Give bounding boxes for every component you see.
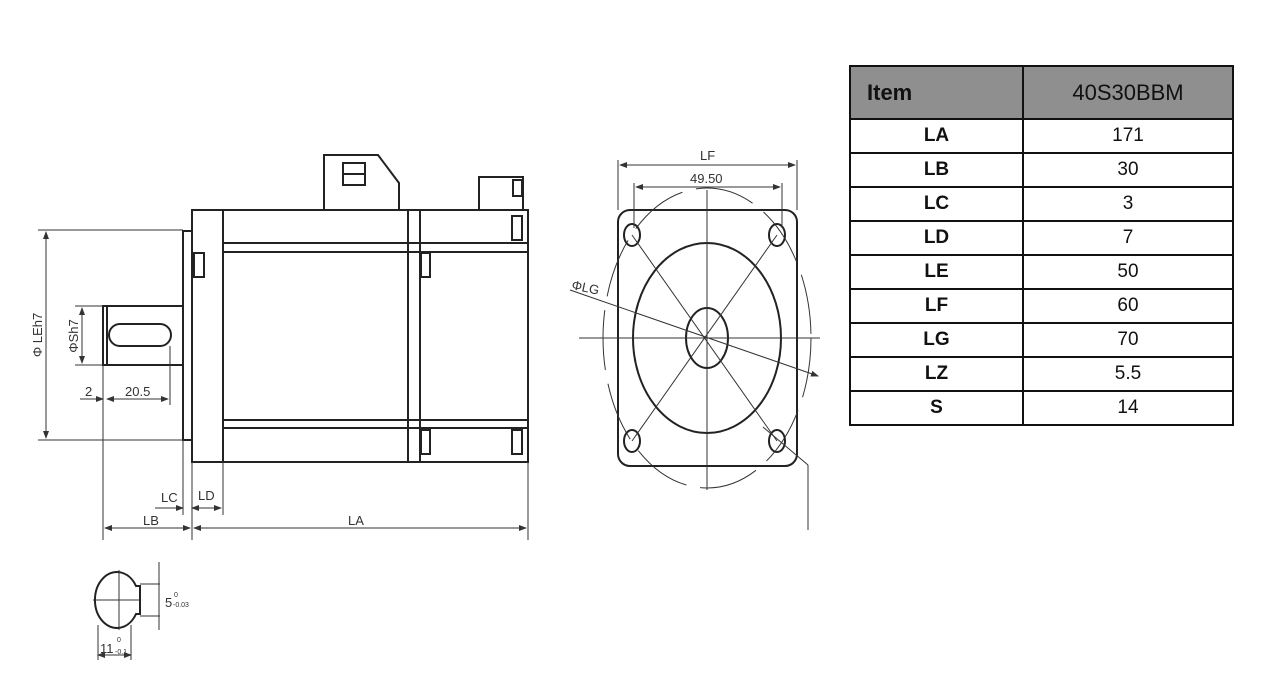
- side-view: Φ LEh7 ΦSh7 2 20.5 LC LD LB LA: [30, 154, 529, 540]
- row-value: 14: [1022, 390, 1234, 426]
- key-depth-label: 11: [100, 641, 114, 656]
- row-item: LZ: [849, 356, 1024, 392]
- dim-lb-label: LB: [143, 513, 159, 528]
- encoder-connector: [478, 176, 524, 210]
- header-model: 40S30BBM: [1022, 65, 1234, 120]
- dim-2-label: 2: [85, 384, 92, 399]
- key-depth-tol-upper: 0: [117, 637, 121, 644]
- power-connector: [323, 154, 400, 210]
- dim-20-5-label: 20.5: [125, 384, 150, 399]
- row-item: LC: [849, 186, 1024, 222]
- header-item: Item: [849, 65, 1024, 120]
- row-item: LA: [849, 118, 1024, 154]
- dim-la-label: LA: [348, 513, 364, 528]
- dim-s-label: ΦSh7: [66, 319, 81, 353]
- row-value: 60: [1022, 288, 1234, 324]
- table-header: Item 40S30BBM: [849, 65, 1234, 120]
- motor-body: [191, 209, 529, 463]
- row-item: S: [849, 390, 1024, 426]
- row-item: LF: [849, 288, 1024, 324]
- key-slot: [108, 323, 172, 347]
- row-item: LE: [849, 254, 1024, 290]
- front-view: LF 49.50 ΦLG: [569, 148, 820, 530]
- dim-pitch-label: 49.50: [690, 171, 723, 186]
- row-item: LB: [849, 152, 1024, 188]
- row-value: 171: [1022, 118, 1234, 154]
- key-depth-tol-lower: -0.1: [115, 649, 127, 656]
- row-value: 70: [1022, 322, 1234, 358]
- row-item: LG: [849, 322, 1024, 358]
- key-width-tol-upper: 0: [174, 592, 178, 599]
- mounting-holes: [623, 223, 786, 453]
- dim-lg-label: ΦLG: [570, 277, 600, 297]
- bolt-slot: [193, 252, 205, 278]
- row-value: 3: [1022, 186, 1234, 222]
- dim-lf-label: LF: [700, 148, 715, 163]
- row-value: 50: [1022, 254, 1234, 290]
- dim-le-label: Φ LEh7: [30, 313, 45, 357]
- key-width-label: 5: [165, 595, 172, 610]
- row-value: 5.5: [1022, 356, 1234, 392]
- dim-ld-label: LD: [198, 488, 215, 503]
- pilot-flange: [182, 230, 193, 441]
- row-value: 30: [1022, 152, 1234, 188]
- shaft-cross-section: [93, 571, 141, 629]
- row-value: 7: [1022, 220, 1234, 256]
- shaft-section-view: 5 0 -0.03 11 0 -0.1: [93, 562, 189, 660]
- dim-lc-label: LC: [161, 490, 178, 505]
- key-width-tol-lower: -0.03: [173, 602, 189, 609]
- shaft: [102, 305, 184, 366]
- row-item: LD: [849, 220, 1024, 256]
